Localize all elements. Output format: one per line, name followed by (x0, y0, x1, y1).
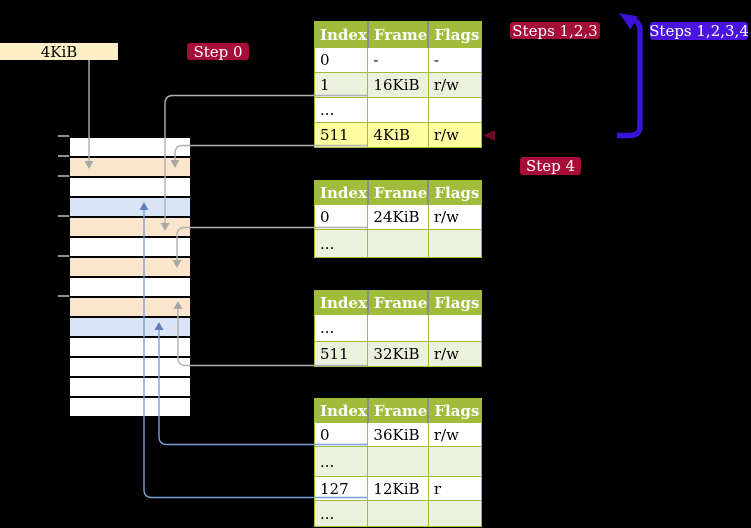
memory-frame-row-free (70, 236, 190, 256)
page-table-cell: 511 (313, 341, 369, 367)
memory-frame-row-free (70, 276, 190, 296)
page-table-cell (427, 314, 482, 342)
memory-frame-row-page-table (70, 216, 190, 236)
page-table-cell: 0 (313, 47, 369, 73)
memory-frame-row-page-table (70, 296, 190, 316)
page-table-cell: r/w (427, 72, 482, 98)
page-table-cell (367, 314, 429, 342)
page-table-cell: r/w (427, 122, 482, 148)
page-table-cell: 127 (313, 476, 369, 501)
page-table-cell (367, 229, 429, 258)
recursive-loop-arrowhead (619, 13, 638, 30)
page-table-cell (367, 446, 429, 477)
column-header: Frame (366, 21, 429, 48)
page-table-cell: 36KiB (367, 422, 429, 447)
page-table-cell: 12KiB (367, 476, 429, 501)
column-header: Index (313, 21, 369, 48)
page-table-cell: 24KiB (367, 204, 429, 230)
page-table-cell: 1 (313, 72, 369, 98)
recursive-loop-arrow (617, 18, 643, 139)
page-table-cell: r/w (427, 204, 482, 230)
badge-steps-1-2-3-4: Steps 1,2,3,4 (649, 22, 749, 40)
page-table-entry-row: ... (313, 97, 482, 123)
memory-frame-row-mapped (70, 196, 190, 216)
page-table-cell: r/w (427, 422, 482, 447)
memory-frame-row-free (70, 176, 190, 196)
column-header: Flags (427, 290, 482, 315)
column-header: Frame (366, 290, 429, 315)
page-table-cell: - (427, 47, 482, 73)
page-table-cell: ... (313, 500, 369, 527)
frame-size-label: 4KiB (0, 43, 118, 61)
badge-step-4: Step 4 (520, 157, 581, 175)
page-table-entry-row: ... (313, 229, 482, 258)
page-table-cell: ... (313, 97, 369, 123)
column-header: Flags (427, 21, 482, 48)
page-table-cell: ... (313, 314, 369, 342)
page-table-cell: r (427, 476, 482, 501)
memory-frame-row-page-table (70, 156, 190, 176)
column-header: Flags (427, 398, 482, 423)
page-table-cell (427, 229, 482, 258)
page-table-entry-row: ... (313, 446, 482, 477)
page-table-cell: 4KiB (367, 122, 429, 148)
physical-memory-column (70, 136, 190, 418)
page-table-cell (427, 446, 482, 477)
t1-entry511-mini-arrowhead (483, 130, 495, 141)
page-table-cell: ... (313, 229, 369, 258)
memory-frame-row-page-table (70, 256, 190, 276)
memory-frame-row-free (70, 136, 190, 156)
column-header: Frame (366, 180, 429, 205)
memory-frame-row-free (70, 396, 190, 416)
column-header: Index (313, 290, 369, 315)
page-table-entry-row: 0-- (313, 47, 482, 73)
page-table-entry-row: ... (313, 500, 482, 527)
column-header: Flags (427, 180, 482, 205)
page-table-cell (367, 500, 429, 527)
page-table-cell: 0 (313, 422, 369, 447)
page-table-cell: 32KiB (367, 341, 429, 367)
memory-frame-row-free (70, 376, 190, 396)
column-header: Frame (366, 398, 429, 423)
page-table-cell: ... (313, 446, 369, 477)
badge-steps-1-2-3: Steps 1,2,3 (510, 22, 600, 40)
page-table-cell: r/w (427, 341, 482, 367)
page-table-cell: 16KiB (367, 72, 429, 98)
memory-frame-row-free (70, 356, 190, 376)
memory-frame-row-mapped (70, 316, 190, 336)
column-header: Index (313, 180, 369, 205)
page-table-cell (427, 500, 482, 527)
page-table-cell: 0 (313, 204, 369, 230)
page-table-cell: - (367, 47, 429, 73)
memory-address-ticks (58, 135, 69, 297)
page-table-entry-row: ... (313, 314, 482, 342)
page-table-cell (367, 97, 429, 123)
page-table-cell: 511 (313, 122, 369, 148)
page-table-cell (427, 97, 482, 123)
memory-frame-row-free (70, 336, 190, 356)
badge-step-0: Step 0 (187, 43, 249, 61)
column-header: Index (313, 398, 369, 423)
